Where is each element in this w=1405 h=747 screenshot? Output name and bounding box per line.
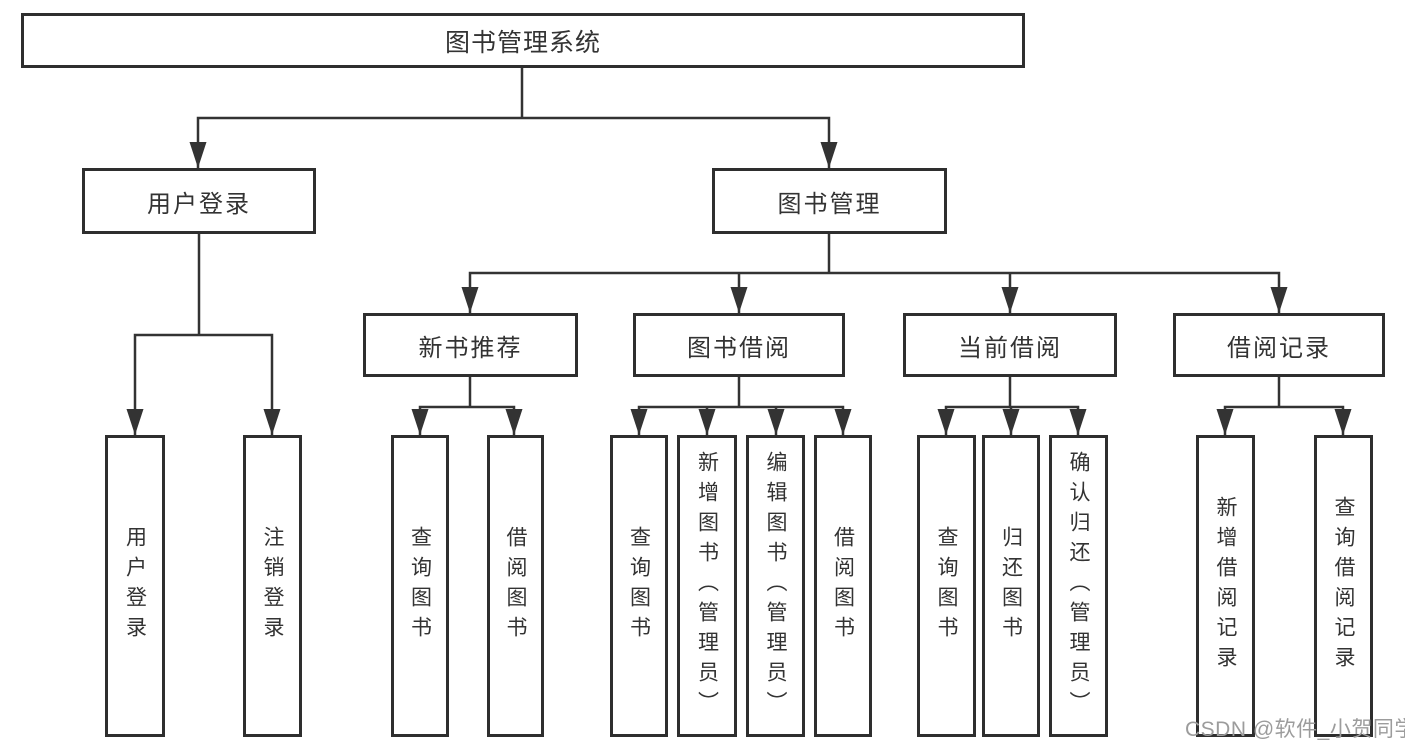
node-current-borrowing: 当前借阅 <box>903 313 1117 377</box>
node-label: 用户登录 <box>147 190 251 218</box>
leaf-label: 借阅图书 <box>831 526 855 646</box>
leaf-query-books-recommend: 查询图书 <box>391 435 449 737</box>
leaf-query-books-borrowing: 查询图书 <box>610 435 668 737</box>
node-label: 借阅记录 <box>1227 334 1331 362</box>
node-library-management-system: 图书管理系统 <box>21 13 1025 68</box>
leaf-label: 用户登录 <box>123 526 147 646</box>
leaf-label: 归还图书 <box>999 526 1023 646</box>
node-book-management: 图书管理 <box>712 168 947 234</box>
leaf-label: 查询图书 <box>408 526 432 646</box>
leaf-label: 确认归还（管理员） <box>1067 451 1090 721</box>
leaf-add-borrow-record: 新增借阅记录 <box>1196 435 1255 737</box>
leaf-label: 注销登录 <box>261 526 284 646</box>
node-label: 当前借阅 <box>958 334 1062 362</box>
node-label: 图书管理系统 <box>444 28 601 57</box>
leaf-label: 查询图书 <box>627 526 651 646</box>
leaf-borrow-books-recommend: 借阅图书 <box>487 435 544 737</box>
leaf-label: 新增借阅记录 <box>1214 496 1237 676</box>
leaf-add-book-admin: 新增图书（管理员） <box>677 435 737 737</box>
leaf-label: 借阅图书 <box>504 526 527 646</box>
leaf-label: 新增图书（管理员） <box>695 451 719 721</box>
leaf-edit-book-admin: 编辑图书（管理员） <box>746 435 805 737</box>
leaf-return-books: 归还图书 <box>982 435 1040 737</box>
leaf-logout-login: 注销登录 <box>243 435 302 737</box>
leaf-borrow-books-borrowing: 借阅图书 <box>814 435 872 737</box>
node-label: 图书借阅 <box>687 334 791 362</box>
leaf-confirm-return-admin: 确认归还（管理员） <box>1049 435 1108 737</box>
leaf-label: 查询借阅记录 <box>1332 496 1355 676</box>
leaf-label: 查询图书 <box>935 526 958 646</box>
leaf-label: 编辑图书（管理员） <box>764 451 787 721</box>
node-label: 图书管理 <box>777 190 882 218</box>
node-label: 新书推荐 <box>418 334 523 362</box>
leaf-query-borrow-record: 查询借阅记录 <box>1314 435 1373 737</box>
node-book-borrowing: 图书借阅 <box>633 313 845 377</box>
node-borrow-records: 借阅记录 <box>1173 313 1385 377</box>
node-user-login: 用户登录 <box>82 168 316 234</box>
leaf-user-login: 用户登录 <box>105 435 165 737</box>
leaf-query-books-current: 查询图书 <box>917 435 976 737</box>
csdn-watermark: CSDN @软件_小贺同学 <box>1185 718 1405 741</box>
node-new-book-recommend: 新书推荐 <box>363 313 578 377</box>
